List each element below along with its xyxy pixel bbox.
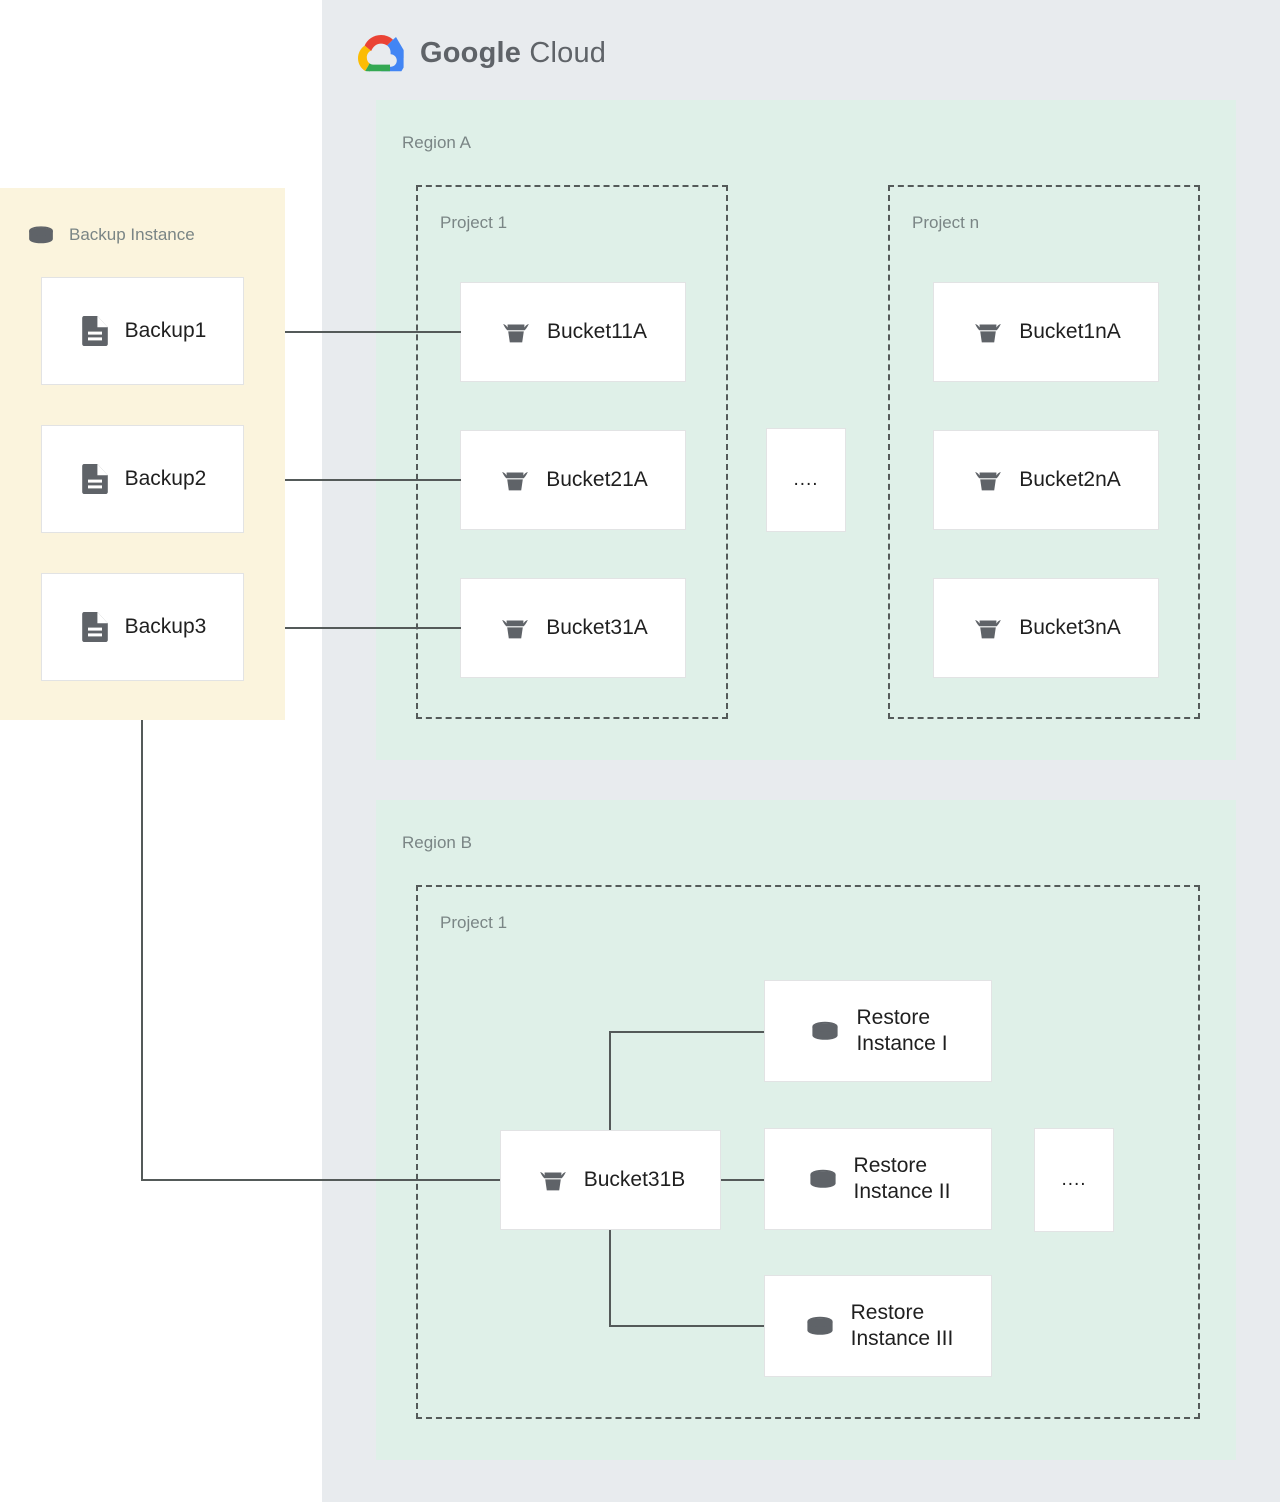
node-label: Backup3 (124, 614, 207, 638)
ellipsis-text: .... (793, 469, 819, 491)
bucket-icon (503, 324, 529, 343)
node-label: Bucket1nA (1019, 319, 1121, 343)
bucket-icon (502, 620, 529, 639)
region-a-project-n-label: Project n (912, 213, 980, 232)
node-backup2[interactable]: Backup2 (41, 425, 244, 533)
node-label: Bucket31B (583, 1167, 686, 1191)
region-b-label: Region B (402, 833, 472, 852)
node-bucket21a[interactable]: Bucket21A (460, 430, 686, 530)
node-label: Bucket11A (546, 319, 647, 343)
region-a-ellipsis-box: .... (766, 428, 846, 532)
node-bucket31a[interactable]: Bucket31A (460, 578, 686, 678)
brand-google: Google (420, 36, 522, 69)
bucket-icon (975, 324, 1002, 343)
node-backup1[interactable]: Backup1 (41, 277, 244, 385)
node-label: Restore Instance II (853, 1153, 951, 1203)
node-label: Restore Instance III (850, 1300, 954, 1350)
node-label: Bucket3nA (1019, 615, 1121, 639)
node-label: Bucket31A (546, 615, 648, 639)
node-label: Bucket21A (546, 467, 648, 491)
wire-bucket31b-to-restore-1 (609, 1031, 766, 1033)
wire-backup3-to-bucket31b (141, 1179, 501, 1181)
wire-backup1-to-bucket11a (243, 331, 461, 333)
wire-bucket31b-down (609, 1180, 611, 1327)
document-icon (81, 464, 108, 494)
region-b-ellipsis-box: .... (1034, 1128, 1114, 1232)
wire-backup3-down (141, 681, 143, 1180)
database-icon (812, 1021, 839, 1040)
region-b-project-1-label: Project 1 (440, 913, 508, 932)
google-cloud-brand: Google Cloud (356, 30, 606, 76)
node-bucket3na[interactable]: Bucket3nA (933, 578, 1159, 678)
google-cloud-logo-icon (358, 35, 404, 72)
document-icon (81, 612, 108, 642)
bucket-icon (539, 1172, 566, 1191)
node-label: Bucket2nA (1019, 467, 1121, 491)
wire-backup2-to-bucket21a (243, 479, 461, 481)
node-restore-instance-3[interactable]: Restore Instance III (764, 1275, 992, 1377)
google-cloud-wordmark: Google Cloud (420, 37, 606, 70)
wire-bucket31b-up (609, 1031, 611, 1181)
node-label: Backup1 (124, 318, 207, 342)
database-icon (807, 1316, 833, 1335)
bucket-icon (502, 472, 529, 491)
brand-cloud: Cloud (529, 36, 607, 69)
node-restore-instance-2[interactable]: Restore Instance II (764, 1128, 992, 1230)
backup-instance-header: Backup Instance (25, 219, 195, 251)
backup-instance-title: Backup Instance (69, 225, 195, 244)
region-a-project-1-label: Project 1 (440, 213, 508, 232)
wire-bucket31b-to-restore-2 (720, 1179, 766, 1181)
node-bucket11a[interactable]: Bucket11A (460, 282, 686, 382)
node-label: Backup2 (124, 466, 207, 490)
region-a-project-n: Project n (888, 185, 1200, 719)
document-icon (81, 316, 108, 346)
node-restore-instance-1[interactable]: Restore Instance I (764, 980, 992, 1082)
region-a-project-1: Project 1 (416, 185, 728, 719)
wire-bucket31b-to-restore-3 (609, 1325, 766, 1327)
bucket-icon (975, 620, 1002, 639)
ellipsis-text: .... (1061, 1169, 1087, 1191)
region-a-label: Region A (402, 133, 471, 152)
node-backup3[interactable]: Backup3 (41, 573, 244, 681)
region-b-project-1: Project 1 (416, 885, 1200, 1419)
node-bucket1na[interactable]: Bucket1nA (933, 282, 1159, 382)
node-bucket2na[interactable]: Bucket2nA (933, 430, 1159, 530)
database-icon (29, 226, 53, 244)
database-icon (809, 1169, 836, 1188)
bucket-icon (975, 472, 1002, 491)
node-label: Restore Instance I (856, 1005, 948, 1055)
node-bucket31b[interactable]: Bucket31B (500, 1130, 721, 1230)
wire-backup3-to-bucket31a (243, 627, 461, 629)
